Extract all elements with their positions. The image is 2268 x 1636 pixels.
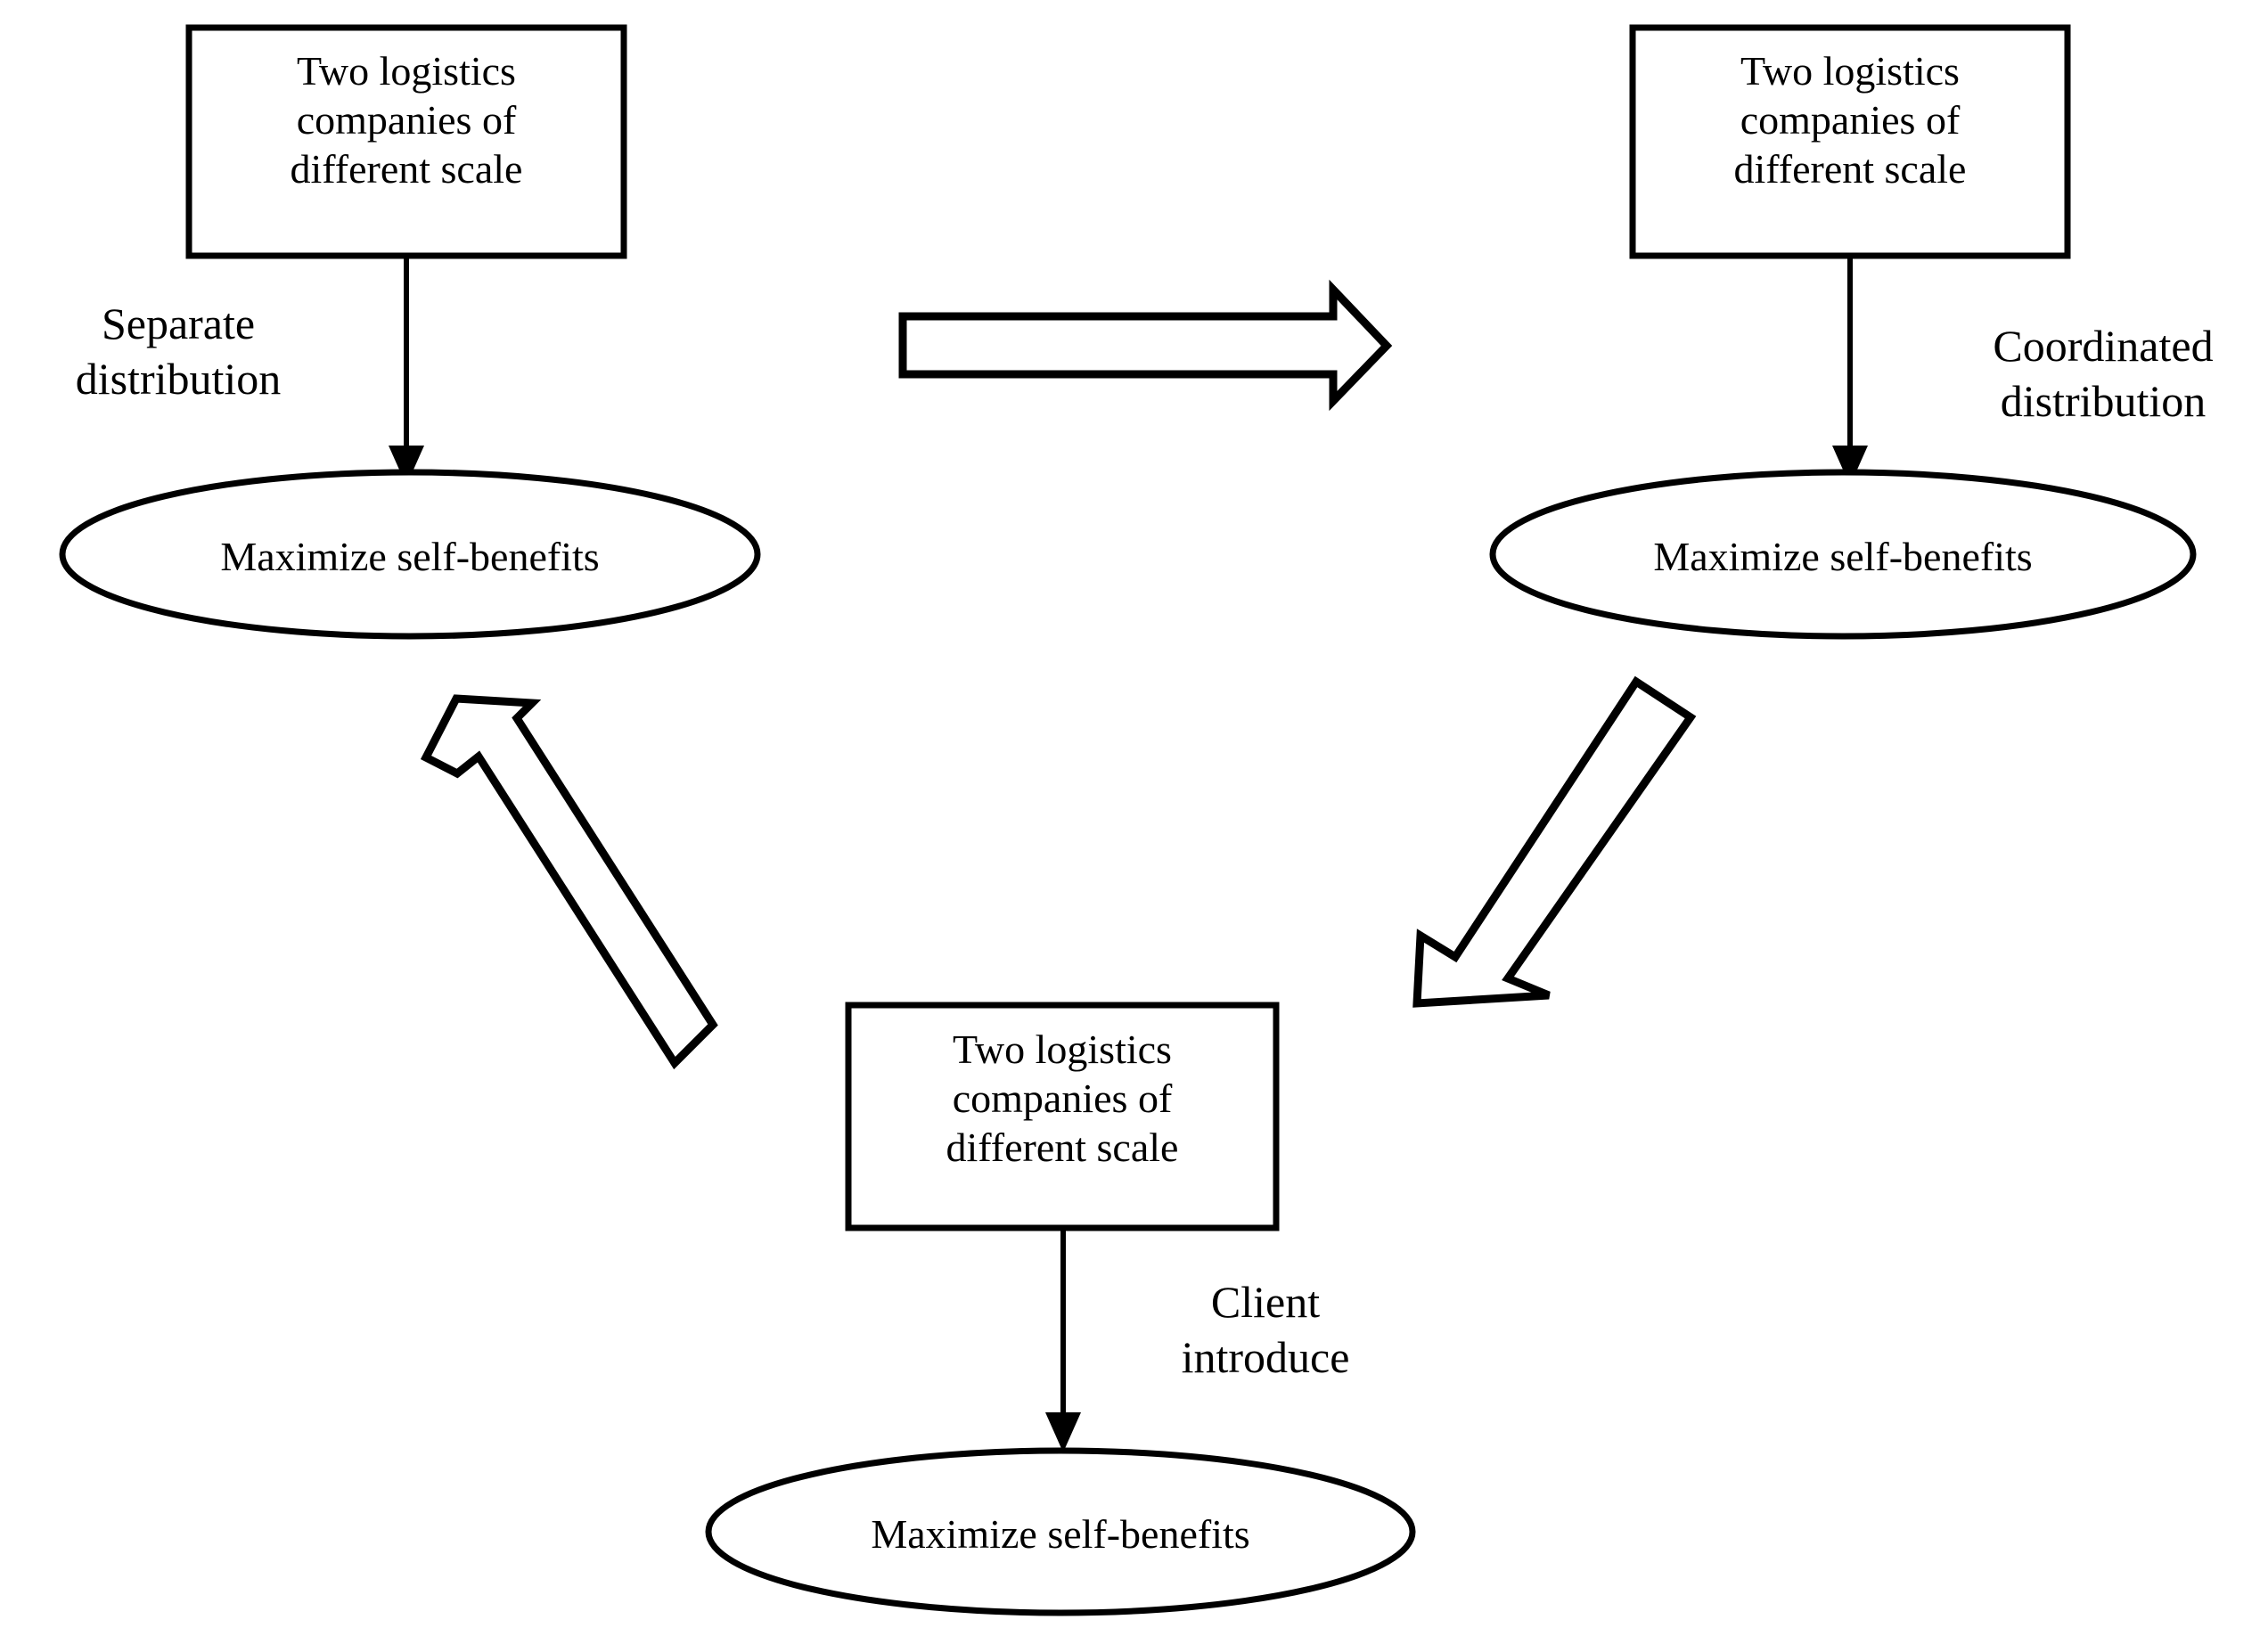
arrow-bottom-down	[1045, 1228, 1081, 1452]
arrow-top-right-down	[1832, 256, 1868, 486]
box-top-right	[1629, 24, 2071, 259]
label-separate-distribution: Separate distribution	[75, 299, 282, 404]
arrow-block-down-left	[1412, 675, 1697, 1008]
ellipse-top-right	[1489, 469, 2197, 640]
box-top-left	[185, 24, 627, 259]
ellipse-top-left	[59, 469, 761, 640]
box-bottom	[845, 1002, 1280, 1231]
label-coordinated-distribution: Coordinated distribution	[1993, 321, 2214, 426]
label-client-introduce: Client introduce	[1181, 1277, 1350, 1382]
arrow-block-right	[898, 279, 1393, 412]
arrow-block-up-left-outline	[420, 694, 718, 1070]
ellipse-bottom	[705, 1447, 1416, 1616]
arrow-block-up-left	[332, 1063, 536, 1636]
arrow-top-left-down	[389, 256, 424, 486]
